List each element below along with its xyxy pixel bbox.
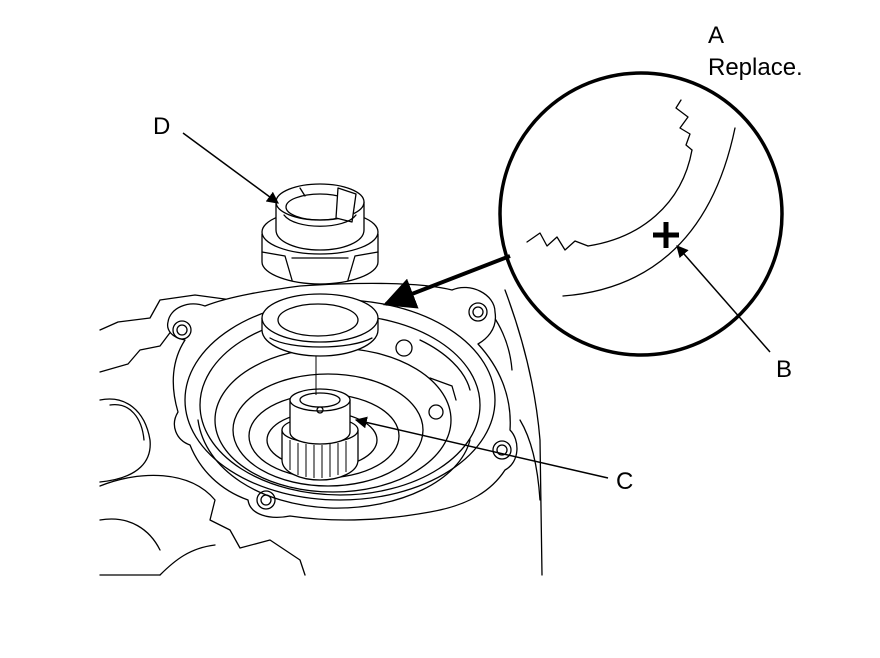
callout-label-b: B: [776, 356, 793, 383]
locknut-d: [261, 183, 379, 285]
sealing-washer: [261, 293, 379, 357]
callout-note-replace: Replace.: [708, 54, 803, 81]
detail-magnifier: [498, 71, 784, 357]
shaft-end-c: [281, 388, 359, 481]
callout-label-c: C: [616, 468, 634, 495]
callout-label-a: A: [708, 22, 725, 49]
leader-lines: [182, 132, 771, 479]
callout-label-d: D: [153, 113, 171, 140]
